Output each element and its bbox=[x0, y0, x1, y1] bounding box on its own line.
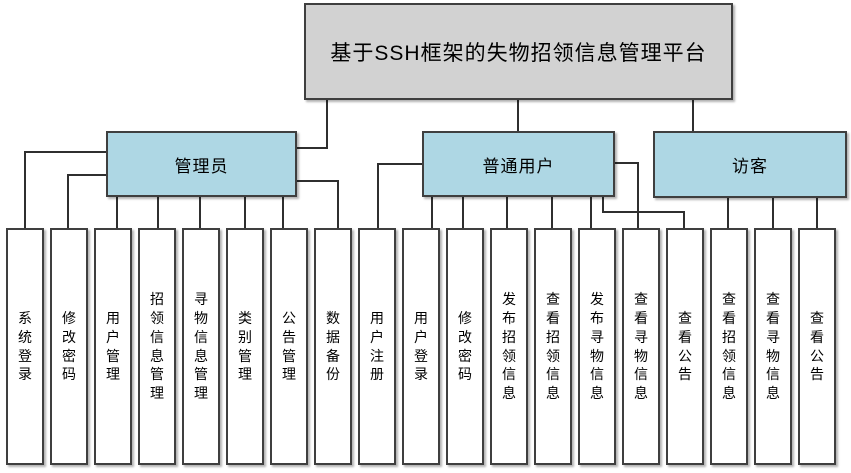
leaf-label: 查看招领信息 bbox=[722, 290, 736, 402]
connector-user-leaf8 bbox=[602, 197, 685, 228]
leaf-label: 查看寻物信息 bbox=[634, 290, 648, 402]
leaf-label: 寻物信息管理 bbox=[194, 290, 208, 402]
leaf-label: 招领信息管理 bbox=[150, 290, 164, 402]
leaf-label: 类别管理 bbox=[238, 309, 252, 383]
leaf-label: 修改密码 bbox=[458, 309, 472, 383]
leaf-label: 查看公告 bbox=[678, 309, 692, 383]
leaf-category-management: 类别管理 bbox=[226, 228, 264, 465]
leaf-label: 系统登录 bbox=[18, 309, 32, 383]
leaf-visitor-view-notice: 查看公告 bbox=[798, 228, 836, 465]
leaf-label: 查看招领信息 bbox=[546, 290, 560, 402]
leaf-label: 用户注册 bbox=[370, 309, 384, 383]
branch-visitor: 访客 bbox=[653, 131, 847, 198]
leaf-label: 公告管理 bbox=[282, 309, 296, 383]
root-node-label: 基于SSH框架的失物招领信息管理平台 bbox=[330, 41, 707, 65]
connector-admin-leaf1 bbox=[24, 151, 106, 228]
branch-regular-user-label: 普通用户 bbox=[482, 156, 555, 176]
branch-admin-label: 管理员 bbox=[174, 156, 229, 176]
leaf-publish-lost-info: 发布寻物信息 bbox=[578, 228, 616, 465]
leaf-data-backup: 数据备份 bbox=[314, 228, 352, 465]
leaf-system-login: 系统登录 bbox=[6, 228, 44, 465]
connector-user-leaf7 bbox=[615, 162, 639, 228]
leaf-user-login: 用户登录 bbox=[402, 228, 440, 465]
leaf-user-register: 用户注册 bbox=[358, 228, 396, 465]
connector-root-admin bbox=[297, 100, 328, 149]
leaf-publish-found-info: 发布招领信息 bbox=[490, 228, 528, 465]
leaf-label: 修改密码 bbox=[62, 309, 76, 383]
branch-visitor-label: 访客 bbox=[732, 157, 768, 176]
leaf-visitor-view-found-info: 查看招领信息 bbox=[710, 228, 748, 465]
branch-regular-user: 普通用户 bbox=[422, 131, 615, 197]
leaf-lost-info-management: 寻物信息管理 bbox=[182, 228, 220, 465]
leaf-user-management: 用户管理 bbox=[94, 228, 132, 465]
leaf-label: 数据备份 bbox=[326, 309, 340, 383]
leaf-modify-password: 修改密码 bbox=[50, 228, 88, 465]
leaf-label: 用户登录 bbox=[414, 309, 428, 383]
root-node-platform: 基于SSH框架的失物招领信息管理平台 bbox=[304, 3, 733, 100]
leaf-view-notice: 查看公告 bbox=[666, 228, 704, 465]
leaf-label: 发布寻物信息 bbox=[590, 290, 604, 402]
leaf-label: 发布招领信息 bbox=[502, 290, 516, 402]
connector-admin-leaf2 bbox=[67, 174, 106, 228]
connector-user-leaf1 bbox=[377, 163, 422, 228]
leaf-notice-management: 公告管理 bbox=[270, 228, 308, 465]
leaf-label: 查看公告 bbox=[810, 309, 824, 383]
connector-admin-leaf8 bbox=[297, 180, 339, 228]
branch-admin: 管理员 bbox=[106, 131, 297, 197]
leaf-label: 查看寻物信息 bbox=[766, 290, 780, 402]
leaf-found-info-management: 招领信息管理 bbox=[138, 228, 176, 465]
leaf-label: 用户管理 bbox=[106, 309, 120, 383]
leaf-visitor-view-lost-info: 查看寻物信息 bbox=[754, 228, 792, 465]
leaf-view-found-info: 查看招领信息 bbox=[534, 228, 572, 465]
leaf-view-lost-info: 查看寻物信息 bbox=[622, 228, 660, 465]
leaf-user-modify-password: 修改密码 bbox=[446, 228, 484, 465]
